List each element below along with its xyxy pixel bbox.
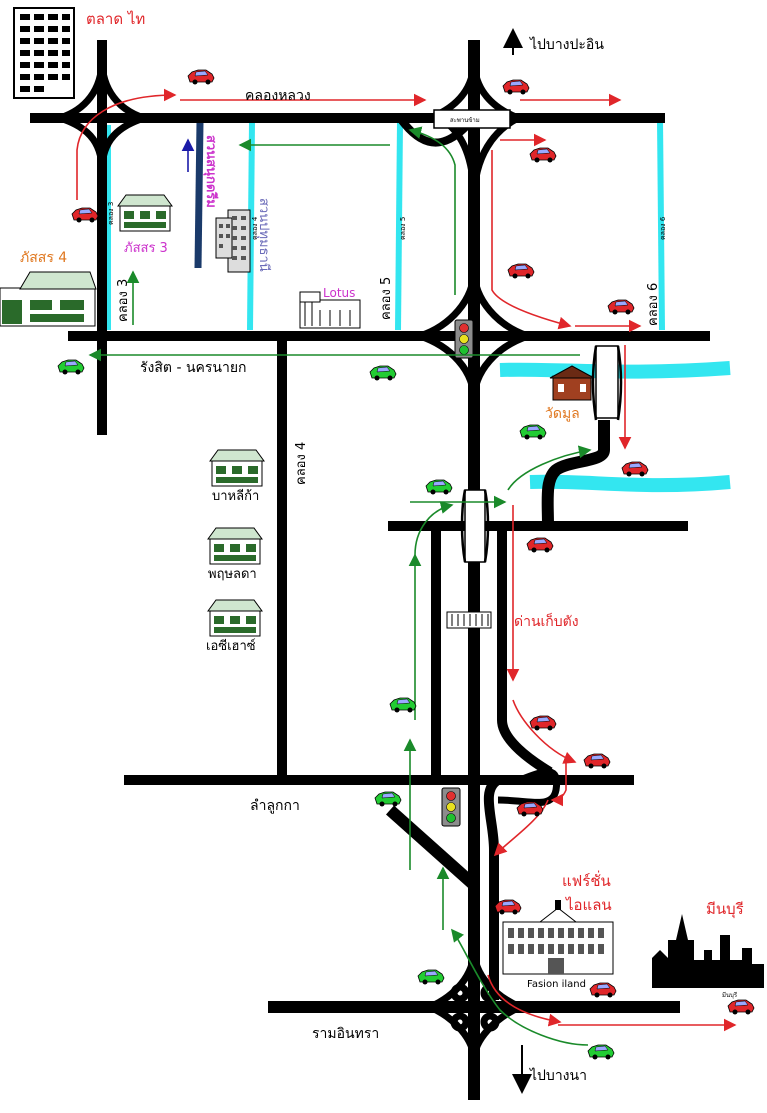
label-bahalika: บาหลีก้า: [212, 488, 259, 504]
wat-mool-temple-icon: [549, 365, 595, 401]
lotus-building-icon: [299, 291, 361, 329]
car-icon: [57, 359, 85, 375]
label-khlong4: คลอง 4: [294, 442, 309, 485]
label-fashion-line1: แฟร์ชั่น: [562, 870, 611, 890]
bridges: [433, 109, 619, 563]
fashion-island-building-icon: [502, 900, 614, 975]
car-icon: [621, 461, 649, 477]
roads: [30, 40, 710, 1100]
car-icon: [71, 207, 99, 223]
label-ac-house: เอซีเฮาซ์: [206, 638, 256, 654]
car-icon: [519, 424, 547, 440]
label-suan-pathum: สวนปทุมธานี: [256, 198, 272, 272]
green-route-arrows: [88, 126, 592, 1046]
car-icon: [507, 263, 535, 279]
label-khlong4-top: คลอง 4: [251, 216, 259, 240]
label-lotus: Lotus: [323, 286, 355, 300]
direction-arrows: [503, 28, 532, 1094]
label-pai-bang-pa-in: ไปบางปะอิน: [529, 36, 604, 53]
label-pai-bang-na: ไปบางนา: [529, 1067, 587, 1084]
car-icon: [389, 697, 417, 713]
car-icon: [727, 999, 755, 1015]
car-icon: [526, 537, 554, 553]
label-suan-sanuk: สวนสนุกดรีม: [203, 135, 219, 208]
car-icon: [583, 753, 611, 769]
label-khlong5: คลอง 5: [379, 277, 394, 320]
toll-booth-icon: [446, 611, 492, 629]
label-khlong5-top: คลอง 5: [399, 217, 407, 240]
label-fashion-line2: ไอแลน: [565, 896, 612, 914]
red-route-arrows: [76, 88, 737, 1032]
car-icon: [417, 969, 445, 985]
label-fashion-island: Fasion iland: [527, 979, 586, 990]
talad-thai-building: [13, 7, 75, 99]
label-pasorn3: ภัสสร 3: [124, 241, 168, 256]
ac-house-icon: [207, 599, 263, 637]
car-icon: [425, 479, 453, 495]
traffic-light-icon: [441, 787, 461, 827]
label-min-buri-small: มีนบุรี: [722, 991, 738, 999]
pruksa-house-icon: [207, 527, 263, 565]
condo-building-icon: [215, 209, 251, 273]
pasorn4-house-icon: [0, 271, 97, 327]
label-toll: ด่านเก็บตัง: [514, 612, 579, 630]
min-buri-skyline-icon: [652, 914, 764, 988]
label-khlong6: คลอง 6: [646, 283, 661, 326]
pasorn3-house-icon: [117, 194, 173, 232]
label-khlong6-top: คลอง 6: [659, 216, 667, 240]
label-rangsit-nakhon-nayok: รังสิต - นครนายก: [140, 360, 247, 376]
car-icon: [374, 791, 402, 807]
label-lam-luk-ka: ลำลูกกา: [250, 798, 300, 814]
label-pruksa: พฤษลดา: [208, 567, 257, 582]
bahalika-house-icon: [209, 449, 265, 487]
car-icon: [607, 299, 635, 315]
car-icon: [589, 982, 617, 998]
car-icon: [187, 69, 215, 85]
car-icon: [502, 79, 530, 95]
label-wat-mool: วัดมูล: [545, 406, 580, 422]
label-ram-intra: รามอินทรา: [312, 1026, 379, 1042]
label-min-buri: มีนบุรี: [706, 900, 744, 919]
label-khlong-luang: คลองหลวง: [245, 88, 311, 104]
label-khlong3-top: คลอง 3: [107, 202, 115, 225]
label-pasorn4: ภัสสร 4: [20, 250, 67, 266]
label-talad-thai: ตลาด ไท: [86, 10, 145, 28]
car-icon: [587, 1044, 615, 1060]
label-khlong3: คลอง 3: [116, 279, 131, 322]
car-icon: [529, 715, 557, 731]
label-saphan: สะพานข้าม: [450, 117, 480, 124]
car-icon: [529, 147, 557, 163]
khlong-canal: [194, 121, 204, 269]
traffic-light-icon: [454, 319, 474, 359]
bridge-rails: [460, 345, 623, 563]
car-icon: [494, 899, 522, 915]
car-icon: [369, 365, 397, 381]
